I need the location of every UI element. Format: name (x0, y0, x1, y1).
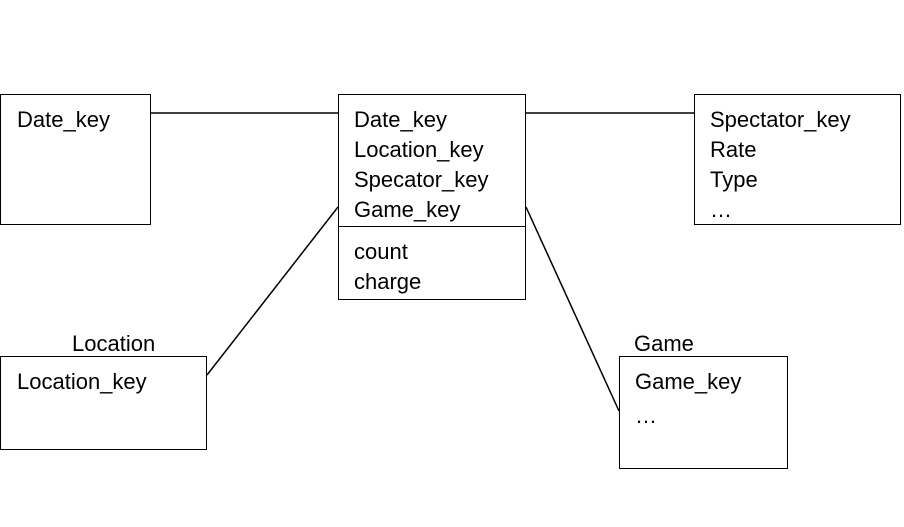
fact-date-key-field: Date_key (354, 107, 447, 132)
spectator-key-field: Spectator_key (710, 107, 851, 132)
spectator-type-field: Type (710, 167, 758, 192)
line-fact-to-location (206, 206, 339, 376)
fact-count-field: count (354, 239, 408, 264)
fact-spectator-key-field: Specator_key (354, 167, 489, 192)
location-table: Location_key (0, 356, 207, 450)
game-table: Game_key … (619, 356, 788, 469)
fact-table-divider (339, 226, 525, 227)
game-table-caption: Game (634, 331, 694, 356)
spectator-ellipsis-field: … (710, 197, 732, 222)
date-table: Date_key (0, 94, 151, 225)
fact-table: Date_key Location_key Specator_key Game_… (338, 94, 526, 300)
location-table-caption: Location (72, 331, 156, 356)
fact-location-key-field: Location_key (354, 137, 484, 162)
spectator-table: Spectator_key Rate Type … (694, 94, 901, 225)
location-key-field: Location_key (17, 369, 147, 394)
game-key-field: Game_key (635, 369, 742, 394)
spectator-rate-field: Rate (710, 137, 757, 162)
line-fact-to-game (525, 206, 620, 412)
date-key-field: Date_key (17, 107, 110, 132)
game-ellipsis-field: … (635, 403, 657, 428)
fact-charge-field: charge (354, 269, 422, 294)
fact-game-key-field: Game_key (354, 197, 461, 222)
